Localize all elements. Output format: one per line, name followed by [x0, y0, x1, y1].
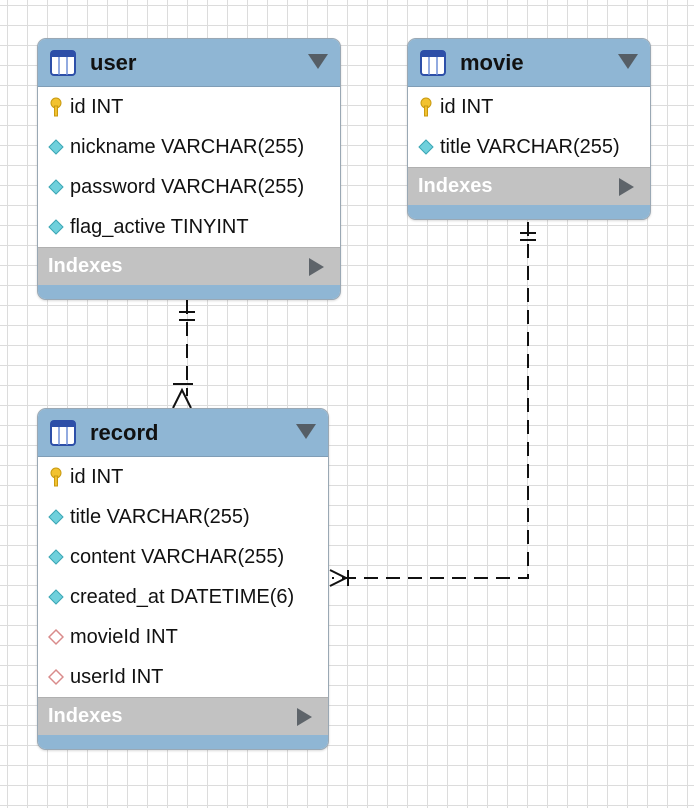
table-icon [50, 49, 76, 76]
column-list: id INT title VARCHAR(255) [408, 87, 650, 167]
indexes-label: Indexes [418, 175, 493, 197]
entity-record[interactable]: record id INT title VARCHAR(255) content… [37, 408, 329, 750]
column-label: nickname VARCHAR(255) [70, 135, 305, 158]
key-icon [50, 97, 62, 117]
diamond-icon [48, 549, 64, 565]
table-icon [420, 49, 446, 76]
column-label: title VARCHAR(255) [440, 135, 620, 158]
entity-title: movie [460, 49, 524, 75]
table-icon [50, 419, 76, 446]
diamond-icon [48, 179, 64, 195]
column-list: id INT nickname VARCHAR(255) password VA… [38, 87, 340, 247]
entity-footer [408, 205, 650, 219]
column-label: userId INT [70, 665, 164, 688]
crows-foot [172, 387, 192, 409]
chevron-right-icon[interactable] [309, 258, 324, 276]
crows-foot [329, 569, 349, 587]
column-row[interactable]: id INT [38, 457, 328, 497]
indexes-label: Indexes [48, 705, 123, 727]
column-label: password VARCHAR(255) [70, 175, 305, 198]
column-row[interactable]: movieId INT [38, 617, 328, 657]
foreign-key-diamond-icon [48, 628, 64, 646]
column-label: flag_active TINYINT [70, 215, 249, 238]
chevron-down-icon[interactable] [618, 54, 638, 69]
diamond-icon [418, 139, 434, 155]
chevron-down-icon[interactable] [296, 424, 316, 439]
column-row[interactable]: nickname VARCHAR(255) [38, 127, 340, 167]
column-label: title VARCHAR(255) [70, 505, 250, 528]
relationship-user-record[interactable] [172, 300, 195, 409]
column-label: id INT [70, 95, 124, 118]
entity-title: record [90, 419, 159, 445]
chevron-right-icon[interactable] [297, 708, 312, 726]
entity-footer [38, 285, 340, 299]
column-label: id INT [70, 465, 124, 488]
indexes-bar[interactable]: Indexes [38, 247, 340, 285]
entity-header[interactable]: movie [408, 39, 650, 87]
column-row[interactable]: title VARCHAR(255) [38, 497, 328, 537]
chevron-right-icon[interactable] [619, 178, 634, 196]
relationship-movie-record[interactable] [329, 222, 536, 587]
column-list: id INT title VARCHAR(255) content VARCHA… [38, 457, 328, 697]
diamond-icon [48, 589, 64, 605]
column-row[interactable]: id INT [38, 87, 340, 127]
entity-movie[interactable]: movie id INT title VARCHAR(255) Indexes [407, 38, 651, 220]
column-row[interactable]: title VARCHAR(255) [408, 127, 650, 167]
key-icon [50, 467, 62, 487]
column-label: id INT [440, 95, 494, 118]
chevron-down-icon[interactable] [308, 54, 328, 69]
indexes-label: Indexes [48, 255, 123, 277]
column-row[interactable]: userId INT [38, 657, 328, 697]
entity-header[interactable]: record [38, 409, 328, 457]
foreign-key-diamond-icon [48, 668, 64, 686]
diamond-icon [48, 139, 64, 155]
column-row[interactable]: flag_active TINYINT [38, 207, 340, 247]
entity-footer [38, 735, 328, 749]
column-label: movieId INT [70, 625, 178, 648]
column-row[interactable]: content VARCHAR(255) [38, 537, 328, 577]
column-row[interactable]: id INT [408, 87, 650, 127]
column-row[interactable]: created_at DATETIME(6) [38, 577, 328, 617]
column-label: content VARCHAR(255) [70, 545, 285, 568]
column-row[interactable]: password VARCHAR(255) [38, 167, 340, 207]
diamond-icon [48, 219, 64, 235]
entity-title: user [90, 49, 137, 75]
indexes-bar[interactable]: Indexes [38, 697, 328, 735]
column-label: created_at DATETIME(6) [70, 585, 295, 608]
indexes-bar[interactable]: Indexes [408, 167, 650, 205]
diamond-icon [48, 509, 64, 525]
key-icon [420, 97, 432, 117]
entity-user[interactable]: user id INT nickname VARCHAR(255) passwo… [37, 38, 341, 300]
entity-header[interactable]: user [38, 39, 340, 87]
